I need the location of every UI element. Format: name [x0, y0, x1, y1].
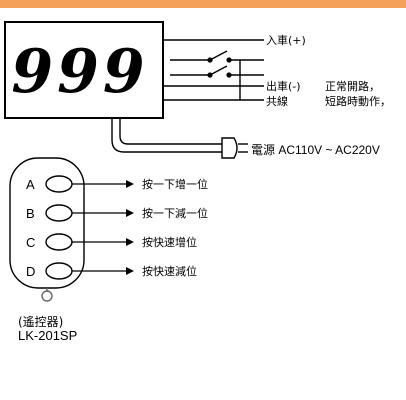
button-c-oval[interactable] — [45, 233, 73, 251]
display-box — [4, 21, 164, 119]
note-line1: 正常開路， — [325, 80, 380, 93]
display-digits: 999 — [11, 37, 148, 107]
button-c-function: 按快速增位 — [142, 235, 197, 249]
button-a-oval[interactable] — [45, 175, 73, 193]
arrow-d-head — [126, 267, 134, 275]
label-exit: 出車(-) — [266, 79, 301, 93]
arrow-a-head — [126, 180, 134, 188]
remote-button-a[interactable]: A — [26, 175, 73, 193]
button-b-oval[interactable] — [45, 204, 73, 222]
button-b-function: 按一下減一位 — [142, 206, 208, 220]
arrow-b-head — [126, 209, 134, 217]
power-cord-outer — [111, 118, 222, 153]
button-a-function: 按一下增一位 — [142, 177, 208, 191]
label-enter: 入車(+) — [266, 33, 306, 47]
remote-button-d[interactable]: D — [26, 262, 73, 280]
button-a-letter: A — [26, 177, 35, 192]
remote-model: LK-201SP — [18, 328, 77, 343]
remote-title: (遙控器) — [18, 315, 63, 329]
remote-button-b[interactable]: B — [26, 204, 73, 222]
button-b-letter: B — [26, 206, 35, 221]
arrow-c-head — [126, 238, 134, 246]
power-cord-inner — [119, 118, 222, 145]
switch-enter-blade — [209, 50, 228, 61]
switch-exit-blade — [209, 65, 228, 76]
accent-bar — [0, 0, 406, 8]
remote-button-c[interactable]: C — [26, 233, 73, 251]
keyring-icon — [41, 290, 53, 302]
button-d-function: 按快速減位 — [142, 264, 197, 278]
power-label: 電源 AC110V ~ AC220V — [251, 143, 380, 157]
button-d-letter: D — [26, 264, 35, 279]
power-plug-icon — [221, 137, 238, 159]
note-line2: 短路時動作， — [325, 94, 391, 108]
button-d-oval[interactable] — [45, 262, 73, 280]
label-common: 共線 — [266, 94, 288, 108]
button-c-letter: C — [26, 235, 35, 250]
